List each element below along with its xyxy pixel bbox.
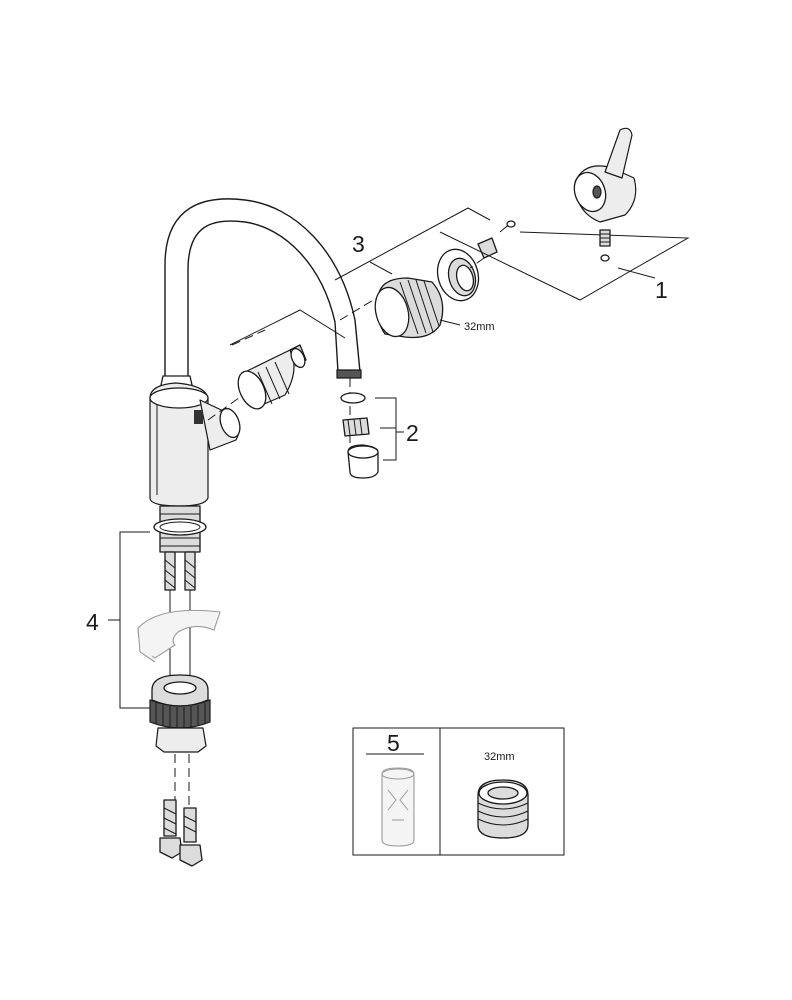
- cartridge-tool: [381, 767, 415, 847]
- guide-line-cartridge: [229, 309, 346, 346]
- body-o-ring: [153, 518, 207, 536]
- handle-group: [439, 127, 690, 301]
- accessories-frame: [352, 727, 565, 856]
- callout-4: 4: [86, 609, 99, 635]
- spout-nut-group: [334, 207, 516, 339]
- aerator-washer: [340, 392, 366, 404]
- mounting-group: [108, 531, 221, 867]
- support-plate: [137, 609, 221, 659]
- fixing-nut-hex: [155, 727, 207, 753]
- aerator-group: [340, 378, 404, 479]
- hose-fitting-left: [159, 837, 183, 859]
- spout-tip: [336, 369, 362, 379]
- callout-3: 3: [352, 231, 365, 257]
- body-cylinder: [149, 382, 209, 507]
- faucet-body: [149, 198, 362, 591]
- handle-lever: [604, 127, 633, 179]
- accessory-nut-dimension: 32mm: [484, 751, 515, 763]
- handle-screw: [600, 254, 610, 262]
- hose-fitting-right: [179, 844, 203, 867]
- cartridge: [207, 344, 307, 421]
- callout-2: 2: [406, 420, 419, 446]
- spout-tube-inner: [187, 220, 339, 379]
- callout-1: 1: [655, 277, 668, 303]
- spout-nut-dimension: 32mm: [464, 321, 495, 333]
- accessories-box: [352, 727, 565, 856]
- body-top: [149, 387, 209, 409]
- callout-5: 5: [387, 730, 400, 756]
- brand-logo: [194, 410, 203, 424]
- spout-tube: [164, 198, 361, 379]
